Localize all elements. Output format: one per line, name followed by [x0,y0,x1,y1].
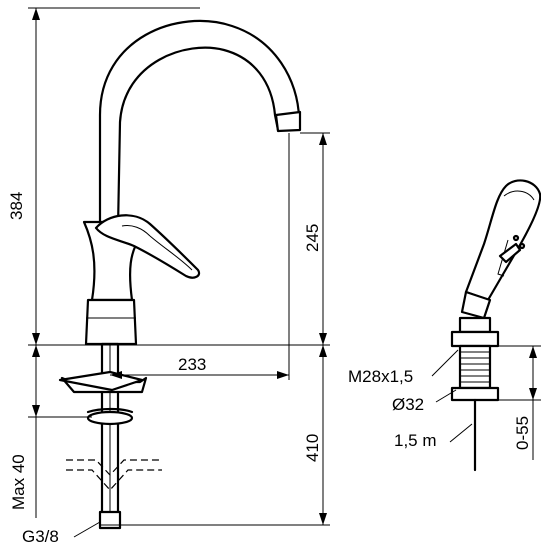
dim-connection-thread: G3/8 [22,527,59,546]
dim-height-total: 384 [7,192,26,220]
dim-spout-reach: 233 [178,355,206,374]
spout [98,19,301,230]
dim-spout-height: 245 [303,224,322,252]
faucet-drawing [58,19,302,530]
hose-left [66,459,162,476]
faucet-base [84,298,138,346]
spout-tip [274,110,302,133]
dim-hole-diameter: Ø32 [392,395,424,414]
side-spray-drawing [450,179,541,472]
mounting-nut [86,410,134,426]
dimension-lines [28,7,330,538]
lever-handle [94,214,201,279]
connector-fitting [98,510,122,530]
dim-counter-range: 0-55 [513,416,532,450]
dim-hose-length: 1,5 m [394,431,437,450]
dim-max-counter: Max 40 [9,454,28,510]
dim-shower-thread: M28x1,5 [348,367,413,386]
side-spray-dimensions [431,345,541,460]
spray-head [464,179,541,302]
dim-below-counter: 410 [303,434,322,462]
